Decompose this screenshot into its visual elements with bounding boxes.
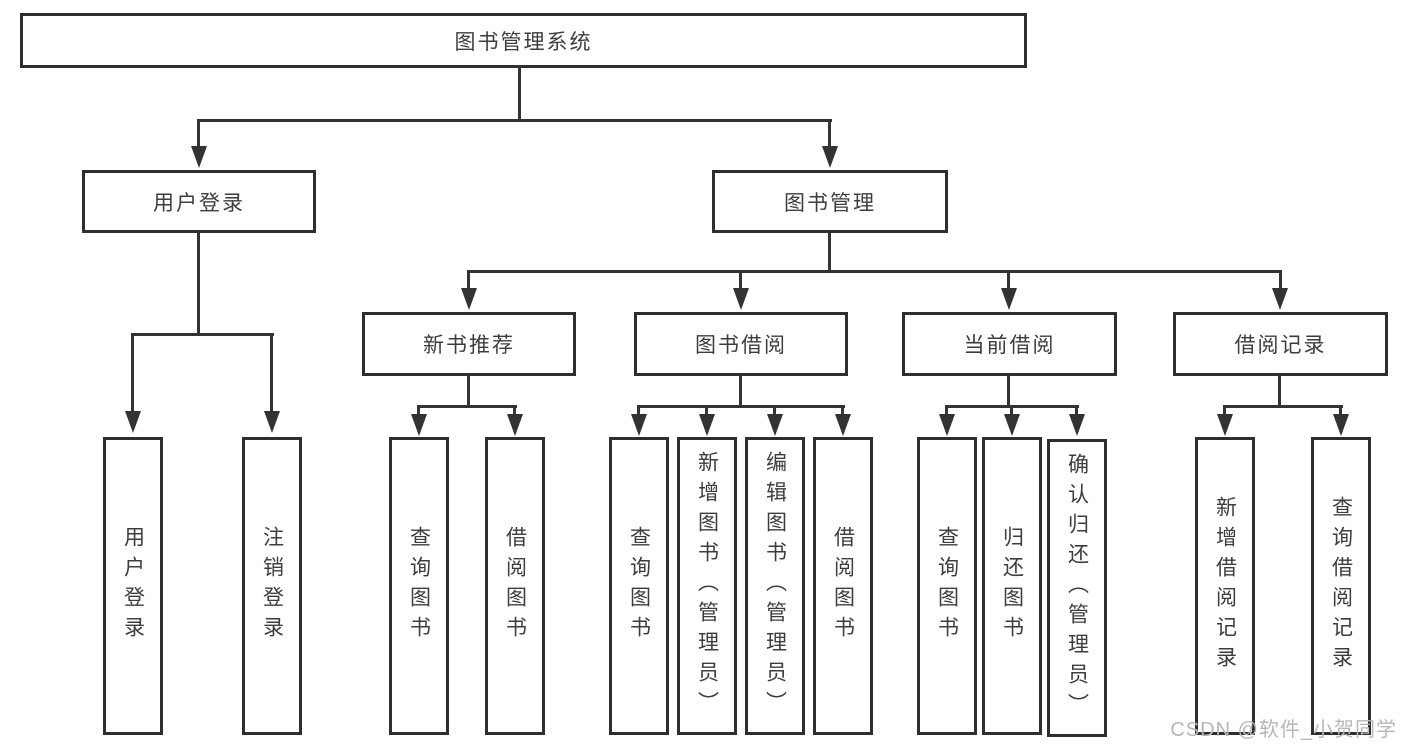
leaf-borrow-books: 借阅图书 — [813, 437, 873, 735]
connector-hline — [198, 119, 832, 122]
arrowhead-down-icon — [631, 414, 647, 436]
connector-vline — [945, 405, 948, 419]
connector-vline — [1010, 405, 1013, 419]
arrowhead-down-icon — [507, 414, 523, 436]
arrowhead-down-icon — [461, 288, 477, 310]
node-current-borrow-label: 当前借阅 — [963, 334, 1056, 357]
connector-vline — [1007, 374, 1010, 408]
leaf-edit-books-admin-label: 编辑图书（管理员） — [763, 451, 787, 721]
node-root: 图书管理系统 — [20, 13, 1027, 68]
connector-vline — [1223, 405, 1226, 419]
connector-vline — [637, 405, 640, 419]
node-new-book-recommend-label: 新书推荐 — [423, 334, 515, 357]
leaf-query-borrow-record-label: 查询借阅记录 — [1329, 496, 1353, 676]
leaf-add-books-admin: 新增图书（管理员） — [677, 437, 737, 735]
connector-vline — [1279, 270, 1282, 292]
arrowhead-down-icon — [733, 288, 749, 310]
connector-vline — [131, 333, 134, 415]
node-new-book-recommend: 新书推荐 — [362, 312, 576, 376]
connector-vline — [1339, 405, 1342, 419]
csdn-watermark: CSDN @软件_小贺同学 — [1170, 719, 1397, 741]
connector-vline — [828, 119, 831, 149]
leaf-current-query-books: 查询图书 — [917, 437, 977, 735]
connector-vline — [1007, 270, 1010, 292]
arrowhead-down-icon — [699, 414, 715, 436]
leaf-recommend-borrow-books-label: 借阅图书 — [503, 526, 527, 646]
connector-vline — [513, 405, 516, 419]
connector-vline — [1278, 374, 1281, 408]
arrowhead-down-icon — [1217, 414, 1233, 436]
arrowhead-down-icon — [835, 414, 851, 436]
connector-vline — [417, 405, 420, 419]
node-root-label: 图书管理系统 — [454, 30, 593, 54]
leaf-borrow-query-books: 查询图书 — [609, 437, 669, 735]
leaf-recommend-query-books: 查询图书 — [389, 437, 449, 735]
connector-vline — [705, 405, 708, 419]
connector-vline — [1075, 405, 1078, 419]
leaf-recommend-borrow-books: 借阅图书 — [485, 437, 545, 735]
leaf-confirm-return-admin-label: 确认归还（管理员） — [1065, 453, 1089, 723]
connector-hline — [417, 405, 517, 408]
connector-hline — [467, 270, 1282, 273]
arrowhead-down-icon — [1001, 288, 1017, 310]
arrowhead-down-icon — [1069, 414, 1085, 436]
leaf-query-borrow-record: 查询借阅记录 — [1311, 437, 1371, 735]
leaf-logout: 注销登录 — [242, 437, 302, 735]
node-user-login-label: 用户登录 — [153, 191, 245, 215]
connector-vline — [828, 231, 831, 273]
arrowhead-down-icon — [1272, 288, 1288, 310]
arrowhead-down-icon — [767, 414, 783, 436]
node-book-borrow: 图书借阅 — [634, 312, 848, 376]
node-book-management: 图书管理 — [712, 170, 948, 233]
leaf-borrow-query-books-label: 查询图书 — [627, 526, 651, 646]
node-borrow-records: 借阅记录 — [1173, 312, 1388, 376]
arrowhead-down-icon — [939, 414, 955, 436]
leaf-recommend-query-books-label: 查询图书 — [407, 526, 431, 646]
node-book-management-label: 图书管理 — [784, 191, 876, 215]
leaf-return-books-label: 归还图书 — [1000, 526, 1024, 646]
node-current-borrow: 当前借阅 — [902, 312, 1117, 376]
connector-vline — [518, 66, 521, 120]
leaf-borrow-books-label: 借阅图书 — [831, 526, 855, 646]
connector-hline — [131, 333, 274, 336]
arrowhead-down-icon — [125, 411, 141, 433]
arrowhead-down-icon — [411, 414, 427, 436]
leaf-edit-books-admin: 编辑图书（管理员） — [745, 437, 805, 735]
connector-vline — [197, 231, 200, 336]
arrowhead-down-icon — [1333, 414, 1349, 436]
node-book-borrow-label: 图书借阅 — [695, 334, 787, 357]
leaf-user-login: 用户登录 — [103, 437, 163, 735]
leaf-add-books-admin-label: 新增图书（管理员） — [695, 451, 719, 721]
connector-vline — [739, 270, 742, 292]
arrowhead-down-icon — [264, 411, 280, 433]
connector-vline — [739, 374, 742, 408]
node-user-login: 用户登录 — [82, 170, 316, 233]
leaf-return-books: 归还图书 — [982, 437, 1042, 735]
leaf-add-borrow-record-label: 新增借阅记录 — [1213, 496, 1237, 676]
leaf-user-login-label: 用户登录 — [121, 526, 145, 646]
connector-vline — [270, 333, 273, 415]
connector-vline — [467, 374, 470, 408]
arrowhead-down-icon — [1004, 414, 1020, 436]
leaf-logout-label: 注销登录 — [260, 526, 284, 646]
leaf-current-query-books-label: 查询图书 — [935, 526, 959, 646]
connector-vline — [841, 405, 844, 419]
connector-hline — [637, 405, 845, 408]
leaf-add-borrow-record: 新增借阅记录 — [1195, 437, 1255, 735]
connector-hline — [1223, 405, 1343, 408]
connector-vline — [467, 270, 470, 292]
connector-vline — [197, 119, 200, 149]
connector-vline — [773, 405, 776, 419]
node-borrow-records-label: 借阅记录 — [1234, 334, 1327, 357]
leaf-confirm-return-admin: 确认归还（管理员） — [1047, 439, 1107, 737]
arrowhead-down-icon — [191, 146, 207, 168]
arrowhead-down-icon — [822, 146, 838, 168]
